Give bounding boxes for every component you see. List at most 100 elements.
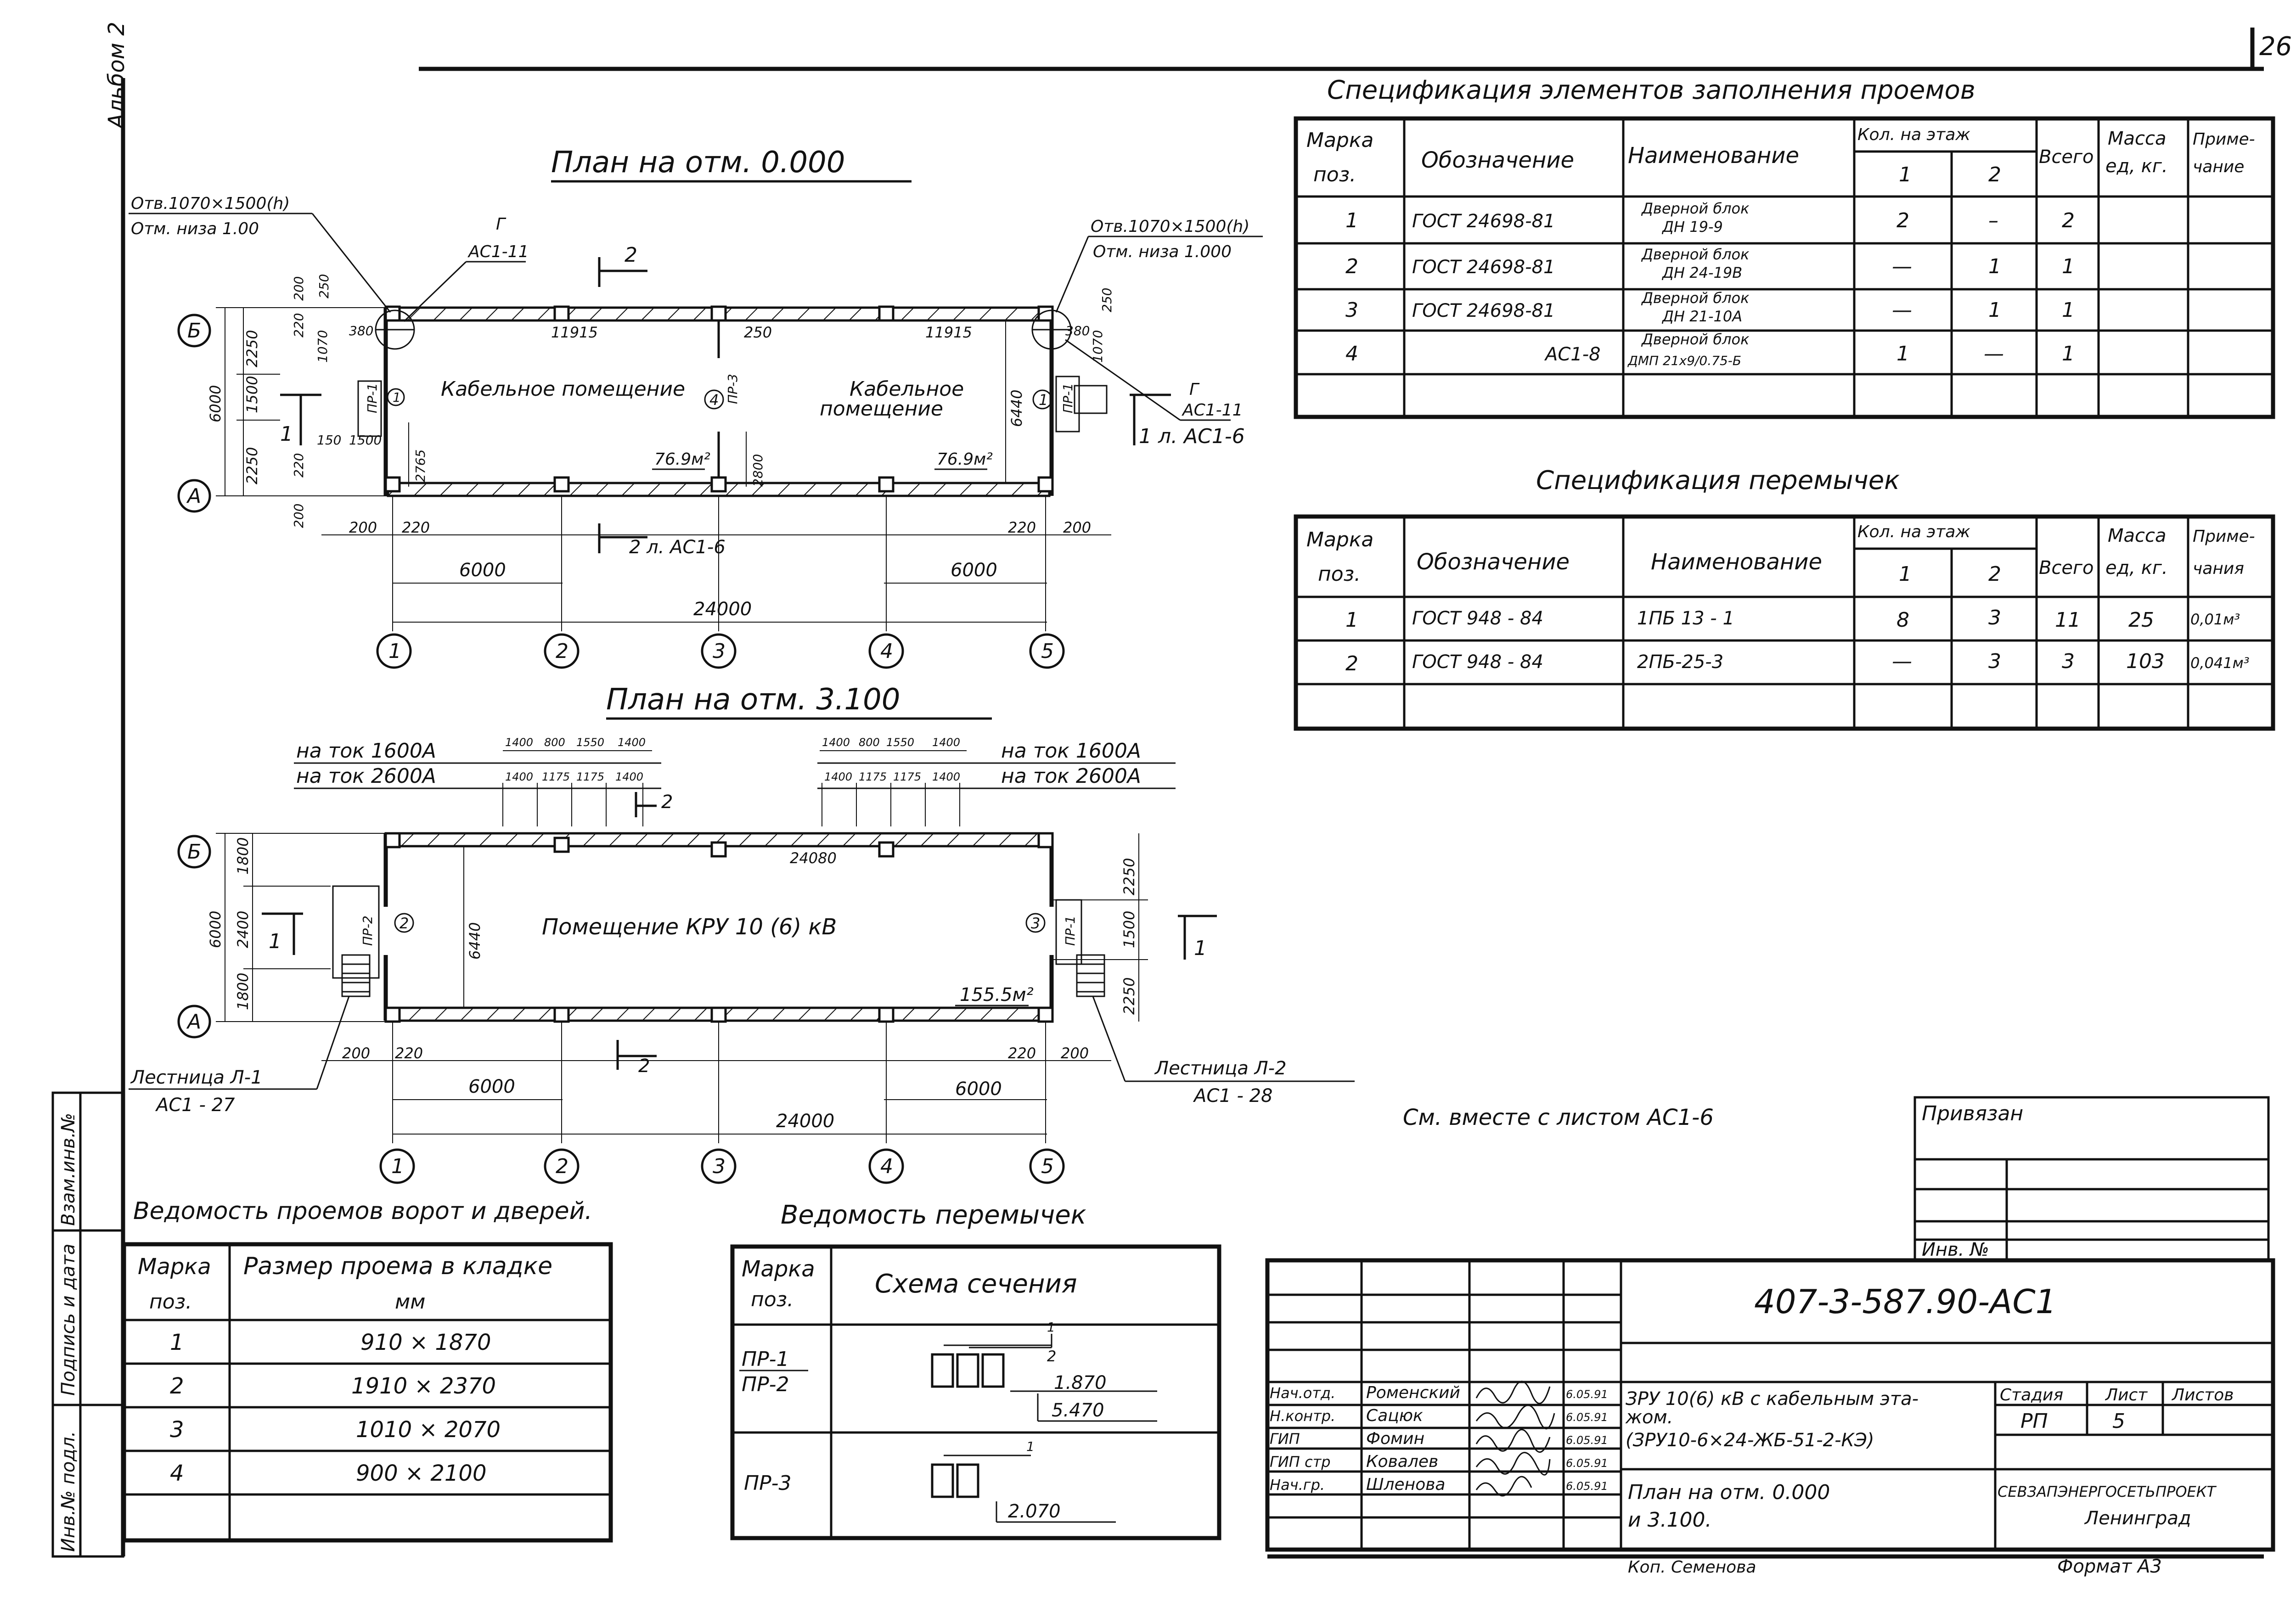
spec-openings-r3-total: 1 (2062, 298, 2075, 322)
tb-sheets-h: Листов (2171, 1386, 2234, 1404)
spec-openings-h-qty: Кол. на этаж (1857, 125, 1970, 144)
tb-role-5: Нач.гр. (1270, 1476, 1325, 1494)
tb-date-4: 6.05.91 (1566, 1457, 1608, 1470)
plan2-dim-1800a: 1800 (234, 837, 252, 875)
spec-lintels-h-mark-2: поз. (1318, 562, 1361, 586)
tb-project-3: (ЗРУ10-6×24-ЖБ-51-2-КЭ) (1626, 1430, 1874, 1451)
tb-org-1: СЕВЗАПЭНЕРГОСЕТЬПРОЕКТ (1998, 1483, 2217, 1500)
lintel-section-scheme-1 (931, 1334, 1157, 1422)
plan1-section2-bottom: 2 л. АС1-6 (629, 537, 726, 558)
plan1-dim-200l: 200 (349, 519, 377, 536)
spec-lintels-h-note-1: Приме- (2193, 527, 2255, 546)
lintels-list-h-mark-1: Марка (742, 1256, 815, 1282)
plan2-dim-a3: 1400 (618, 736, 646, 749)
plan2-axis-1: 1 (391, 1155, 404, 1178)
spec-lintels-h-mark-1: Марка (1306, 528, 1373, 551)
plan2-axis-4: 4 (880, 1155, 893, 1178)
plan2-dim-6440: 6440 (466, 922, 484, 960)
tb-copied: Коп. Семенова (1628, 1558, 1756, 1577)
spec-lintels-table: Спецификация перемычек Марка поз. Обозна… (1294, 466, 2275, 731)
spec-openings-r3-f2: 1 (1988, 298, 2001, 322)
plan2-dim-b0: 1400 (505, 770, 533, 783)
plan1-room-right-1: Кабельное (850, 377, 964, 401)
plan2-dim-d0: 1400 (824, 770, 852, 783)
plan1-dim-2250a: 2250 (243, 330, 261, 367)
plan2-dim-2400: 2400 (234, 911, 252, 948)
tb-format: Формат А3 (2057, 1556, 2162, 1577)
plan1-section2-top: 2 (625, 243, 637, 267)
spec-openings-r3-des: ГОСТ 24698-81 (1412, 300, 1555, 321)
plan1-dim-150: 150 (317, 433, 341, 448)
plan2-dim-24080: 24080 (790, 849, 837, 867)
spec-lintels-r2-mark: 2 (1345, 652, 1358, 675)
spec-openings-h-total: Всего (2039, 146, 2094, 168)
plan2-stair-right-ref: АС1 - 28 (1193, 1085, 1273, 1107)
plan1-dim-380: 380 (349, 323, 373, 338)
plan2-dim-c0: 1400 (822, 736, 850, 749)
plan2-axis-a: А (186, 1010, 201, 1034)
plan2-pr2: ПР-2 (360, 916, 375, 946)
title-block: Привязан Инв. № 407-3-587.90-АС1 ЗРУ 10(… (1265, 1096, 2275, 1552)
plan2-current-1600-right: на ток 1600А (1001, 739, 1141, 763)
spec-lintels-r2-des: ГОСТ 948 - 84 (1412, 652, 1543, 673)
lintel-section-scheme-2 (931, 1455, 1116, 1523)
spec-lintels-r2-total: 3 (2062, 650, 2075, 673)
plan1-dim-11915-left: 11915 (551, 324, 598, 341)
openings-list-r2-size: 1910 × 2370 (351, 1373, 496, 1399)
plan2-axis-5: 5 (1041, 1155, 1054, 1178)
plan1-pr3: ПР-3 (725, 374, 740, 404)
plan1-dim-220l: 220 (402, 519, 430, 536)
tb-date-5: 6.05.91 (1566, 1480, 1608, 1493)
spec-openings-r4-f2: — (1984, 342, 2004, 365)
plan2-dim-b1: 1175 (542, 770, 570, 783)
lintels-list-r2-el: 2.070 (1008, 1501, 1061, 1522)
plan1-title: План на отм. 0.000 (551, 146, 845, 180)
spec-openings-h-mark-2: поз. (1313, 163, 1356, 186)
spec-lintels-h-total: Всего (2039, 557, 2094, 579)
plan2-stair-right: Лестница Л-2 (1154, 1058, 1287, 1079)
plan1-dim-2765: 2765 (413, 449, 428, 482)
lintels-list-table: Ведомость перемычек Марка поз. Схема сеч… (730, 1200, 1221, 1540)
lintels-list-r2-top: 1 (1026, 1439, 1035, 1454)
lintels-list-r1-el1: 1.870 (1054, 1372, 1107, 1393)
lintels-list-r1-top: 1 (1047, 1320, 1055, 1335)
plan1-axis-1: 1 (388, 640, 401, 663)
plan2-current-2600-left: на ток 2600А (296, 764, 436, 788)
spec-lintels-r1-des: ГОСТ 948 - 84 (1412, 608, 1543, 629)
plan1-area-left: 76.9м² (654, 450, 710, 469)
spec-openings-r4-name1: Дверной блок (1641, 331, 1750, 348)
spec-lintels-r1-name: 1ПБ 13 - 1 (1637, 608, 1734, 629)
plan2-dim-1800b: 1800 (234, 973, 252, 1010)
spec-lintels-r1-f2: 3 (1988, 606, 2001, 629)
plan1-room-right-2: помещение (820, 397, 943, 421)
tb-date-1: 6.05.91 (1566, 1388, 1608, 1401)
spec-lintels-title: Спецификация перемычек (1536, 466, 1900, 495)
plan2-stair-left: Лестница Л-1 (130, 1067, 263, 1088)
plan2-dim-d2: 1175 (893, 770, 921, 783)
spec-openings-r3-mark: 3 (1345, 298, 1358, 322)
openings-list-r2-mark: 2 (170, 1373, 184, 1399)
plan1-axis-5: 5 (1041, 640, 1054, 663)
plan1-pr1-left: ПР-1 (365, 383, 380, 413)
spec-openings-r4-total: 1 (2062, 342, 2075, 365)
plan2-dim-220r: 220 (1008, 1045, 1036, 1062)
plan2-dim-d1: 1175 (859, 770, 887, 783)
spec-openings-h-f2: 2 (1988, 163, 2001, 186)
plan2-dim-1500: 1500 (1120, 911, 1138, 948)
openings-list-r3-size: 1010 × 2070 (356, 1417, 501, 1443)
spec-openings-r4-des: АС1-8 (1544, 344, 1601, 365)
spec-lintels-r1-note: 0,01м³ (2190, 611, 2240, 628)
stamp-podpis-data: Подпись и дата (58, 1244, 79, 1396)
spec-openings-r2-f2: 1 (1988, 255, 2001, 278)
spec-lintels-h-mass-2: ед, кг. (2105, 557, 2168, 579)
spec-openings-r1-mark: 1 (1345, 209, 1358, 232)
plan2-dim-a0: 1400 (505, 736, 533, 749)
spec-openings-h-mark-1: Марка (1306, 129, 1373, 152)
spec-openings-h-des: Обозначение (1421, 147, 1574, 173)
spec-lintels-h-note-2: чания (2193, 559, 2244, 578)
tb-stage-h: Стадия (2000, 1386, 2063, 1404)
openings-list-h-mark-2: поз. (149, 1290, 192, 1314)
plan1-dim-6000l: 6000 (459, 560, 506, 581)
plan1-dim-6000: 6000 (207, 385, 224, 422)
